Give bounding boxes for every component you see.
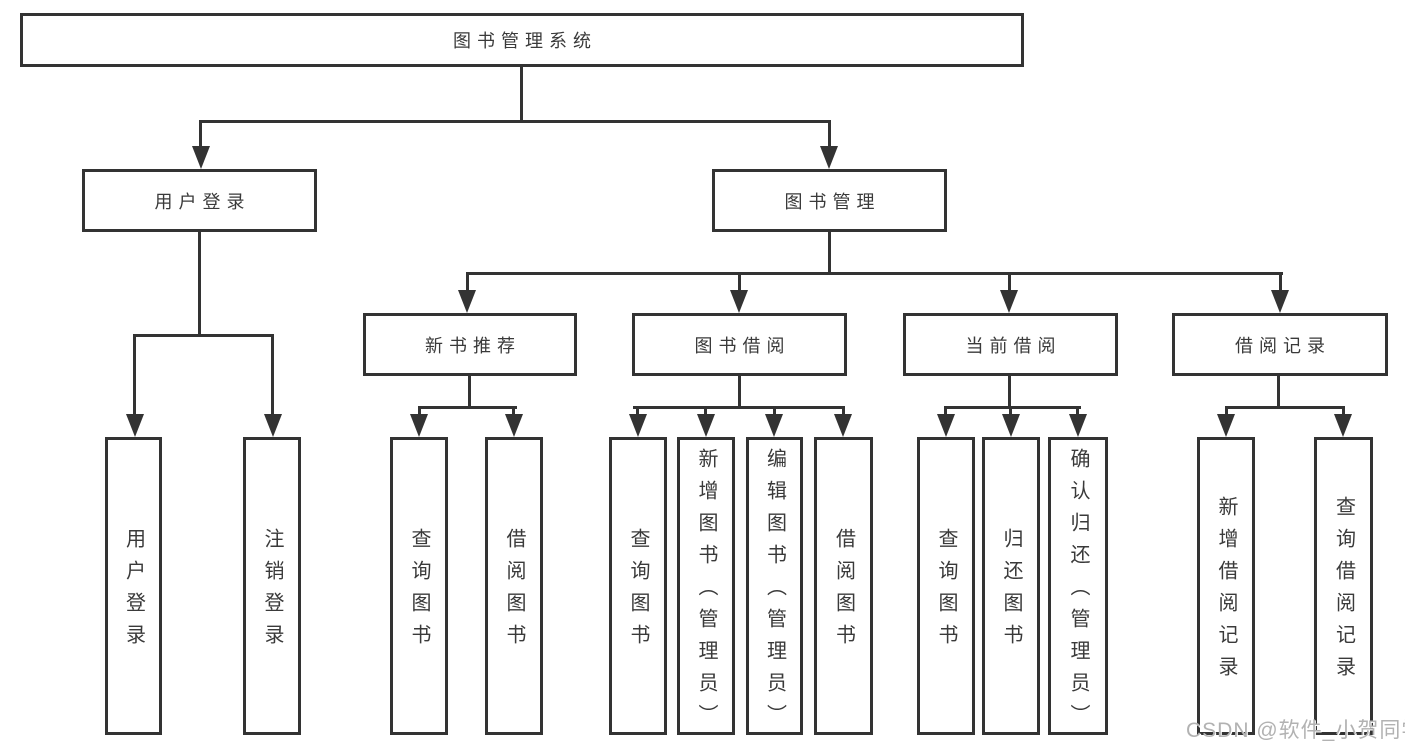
arrow-down-icon xyxy=(1069,414,1087,437)
node-current-borrowing-label: 当前借阅 xyxy=(965,335,1062,356)
connector-stem xyxy=(738,376,741,409)
leaf-user-login-label: 用户登录 xyxy=(122,528,145,656)
arrow-down-icon xyxy=(820,146,838,169)
arrow-down-icon xyxy=(730,290,748,313)
leaf-borrow-book-label: 借阅图书 xyxy=(832,528,855,656)
connector-stem xyxy=(133,334,136,415)
node-book-management: 图书管理 xyxy=(712,169,947,232)
leaf-search-book-current: 查询图书 xyxy=(917,437,975,735)
node-current-borrowing: 当前借阅 xyxy=(903,313,1118,376)
connector-root-stem xyxy=(520,64,523,123)
arrow-down-icon xyxy=(410,414,428,437)
connector-stem xyxy=(1279,272,1282,290)
node-new-book-recommend-label: 新书推荐 xyxy=(425,335,521,356)
leaf-search-book-recommend: 查询图书 xyxy=(390,437,448,735)
connector-branch xyxy=(1225,406,1345,409)
connector-user-login-branch xyxy=(133,334,274,337)
arrow-down-icon xyxy=(1334,414,1352,437)
connector-stem xyxy=(738,272,741,290)
connector-stem xyxy=(199,120,202,147)
connector-stem xyxy=(1225,406,1228,416)
leaf-confirm-return-admin-label: 确认归还（管理员） xyxy=(1067,448,1089,736)
connector-stem xyxy=(944,406,947,416)
connector-level3-branch xyxy=(466,272,1283,275)
arrow-down-icon xyxy=(505,414,523,437)
node-user-login-label: 用户登录 xyxy=(154,191,251,212)
connector-level1-branch xyxy=(199,120,831,123)
node-book-borrowing-label: 图书借阅 xyxy=(694,335,791,356)
arrow-down-icon xyxy=(458,290,476,313)
node-borrowing-records-label: 借阅记录 xyxy=(1235,335,1331,356)
connector-stem xyxy=(1009,406,1012,416)
connector-stem xyxy=(1008,376,1011,409)
arrow-down-icon xyxy=(765,414,783,437)
csdn-watermark: CSDN @软件_小贺同学 xyxy=(1186,719,1405,742)
leaf-search-book-borrowing-label: 查询图书 xyxy=(627,528,649,656)
leaf-logout-label: 注销登录 xyxy=(261,528,283,656)
connector-stem xyxy=(636,406,639,416)
arrow-down-icon xyxy=(697,414,715,437)
connector-stem xyxy=(1008,272,1011,290)
connector-user-login-stem xyxy=(198,232,201,337)
leaf-user-login: 用户登录 xyxy=(105,437,162,735)
leaf-borrow-book-recommend: 借阅图书 xyxy=(485,437,543,735)
connector-stem xyxy=(466,272,469,290)
leaf-add-book-admin-label: 新增图书（管理员） xyxy=(695,448,717,736)
arrow-down-icon xyxy=(192,146,210,169)
leaf-confirm-return-admin: 确认归还（管理员） xyxy=(1048,437,1108,736)
leaf-add-borrow-record-label: 新增借阅记录 xyxy=(1215,496,1237,688)
connector-stem xyxy=(418,406,421,416)
leaf-search-book-borrowing: 查询图书 xyxy=(609,437,667,735)
node-root-system: 图书管理系统 xyxy=(20,13,1024,67)
arrow-down-icon xyxy=(629,414,647,437)
node-borrowing-records: 借阅记录 xyxy=(1172,313,1388,376)
arrow-down-icon xyxy=(1002,414,1020,437)
connector-stem xyxy=(1076,406,1079,416)
connector-stem xyxy=(704,406,707,416)
connector-stem xyxy=(828,120,831,147)
leaf-borrow-book-recommend-label: 借阅图书 xyxy=(503,528,525,656)
connector-stem xyxy=(773,406,776,416)
leaf-add-book-admin: 新增图书（管理员） xyxy=(677,437,735,736)
leaf-search-book-current-label: 查询图书 xyxy=(935,528,957,656)
connector-stem xyxy=(468,376,471,409)
arrow-down-icon xyxy=(126,414,144,437)
connector-stem xyxy=(271,334,274,415)
arrow-down-icon xyxy=(1271,290,1289,313)
leaf-return-book: 归还图书 xyxy=(982,437,1040,735)
node-book-management-label: 图书管理 xyxy=(784,191,881,212)
leaf-borrow-book: 借阅图书 xyxy=(814,437,873,735)
connector-stem xyxy=(1277,376,1280,409)
leaf-edit-book-admin-label: 编辑图书（管理员） xyxy=(763,448,786,736)
leaf-return-book-label: 归还图书 xyxy=(1000,528,1022,656)
node-user-login: 用户登录 xyxy=(82,169,317,232)
connector-stem xyxy=(1342,406,1345,416)
connector-book-management-stem xyxy=(828,232,831,275)
leaf-search-borrow-record: 查询借阅记录 xyxy=(1314,437,1373,735)
leaf-search-book-recommend-label: 查询图书 xyxy=(408,528,430,656)
node-new-book-recommend: 新书推荐 xyxy=(363,313,577,376)
arrow-down-icon xyxy=(1000,290,1018,313)
leaf-logout: 注销登录 xyxy=(243,437,301,735)
connector-branch xyxy=(944,406,1081,409)
arrow-down-icon xyxy=(937,414,955,437)
connector-stem xyxy=(512,406,515,416)
arrow-down-icon xyxy=(264,414,282,437)
leaf-edit-book-admin: 编辑图书（管理员） xyxy=(746,437,803,736)
arrow-down-icon xyxy=(1217,414,1235,437)
leaf-add-borrow-record: 新增借阅记录 xyxy=(1197,437,1255,735)
connector-branch xyxy=(633,406,845,409)
node-book-borrowing: 图书借阅 xyxy=(632,313,847,376)
connector-stem xyxy=(842,406,845,416)
arrow-down-icon xyxy=(834,414,852,437)
leaf-search-borrow-record-label: 查询借阅记录 xyxy=(1332,496,1355,688)
node-root-label: 图书管理系统 xyxy=(453,31,597,51)
connector-branch xyxy=(418,406,517,409)
